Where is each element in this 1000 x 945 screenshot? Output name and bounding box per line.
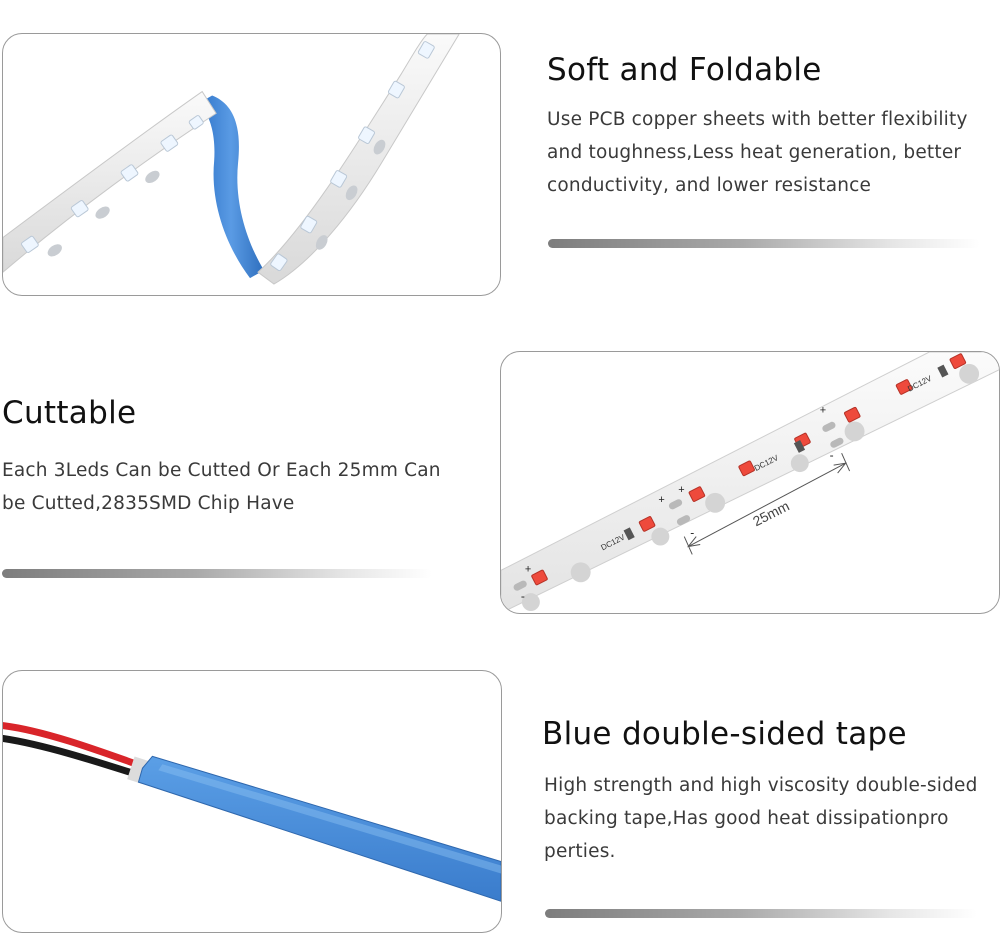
red-wire	[3, 722, 146, 770]
edge-scallop-group	[521, 363, 980, 612]
feature-description-soft-foldable: Use PCB copper sheets with better flexib…	[547, 109, 968, 196]
feature-description-blue-tape: High strength and high viscosity double-…	[544, 775, 978, 862]
white-led-group-left	[21, 115, 204, 253]
cut-pad-group	[513, 421, 844, 591]
dimension-line	[683, 453, 851, 555]
minus-sign: -	[521, 589, 525, 603]
flexible-strip-illustration	[3, 34, 460, 285]
flexible-strip-image	[2, 33, 501, 296]
cuttable-strip-illustration: + + + + - - - DC12V DC12V DC12V 25mm	[501, 352, 999, 613]
red-led-group	[531, 353, 967, 586]
plus-sign: +	[820, 405, 826, 417]
black-wire	[3, 735, 146, 780]
plus-sign: +	[678, 484, 684, 496]
divider-bar	[548, 239, 980, 248]
minus-sign: -	[830, 448, 834, 462]
plus-sign: +	[658, 494, 664, 506]
pcb-strip	[501, 352, 999, 613]
minus-sign: -	[690, 526, 694, 540]
divider-bar	[545, 909, 977, 918]
feature-title-blue-tape: Blue double-sided tape	[542, 716, 907, 752]
blue-tape-image	[2, 670, 502, 933]
blue-tape-strip	[137, 755, 501, 902]
blue-tape-illustration	[3, 722, 501, 902]
strip-left-segment	[3, 90, 217, 273]
feature-title-soft-foldable: Soft and Foldable	[547, 52, 822, 88]
cuttable-strip-image: + + + + - - - DC12V DC12V DC12V 25mm	[500, 351, 1000, 614]
white-led-group-right	[270, 41, 435, 272]
blue-tape-twist	[198, 95, 264, 279]
feature-description-cuttable: Each 3Leds Can be Cutted Or Each 25mm Ca…	[2, 460, 441, 514]
solder-pad-group	[47, 139, 386, 257]
divider-bar	[2, 569, 432, 578]
plus-sign: +	[525, 563, 531, 575]
feature-title-cuttable: Cuttable	[2, 395, 137, 431]
tape-sheen	[158, 764, 501, 874]
strip-right-segment	[257, 34, 460, 285]
resistor-group	[623, 364, 949, 541]
